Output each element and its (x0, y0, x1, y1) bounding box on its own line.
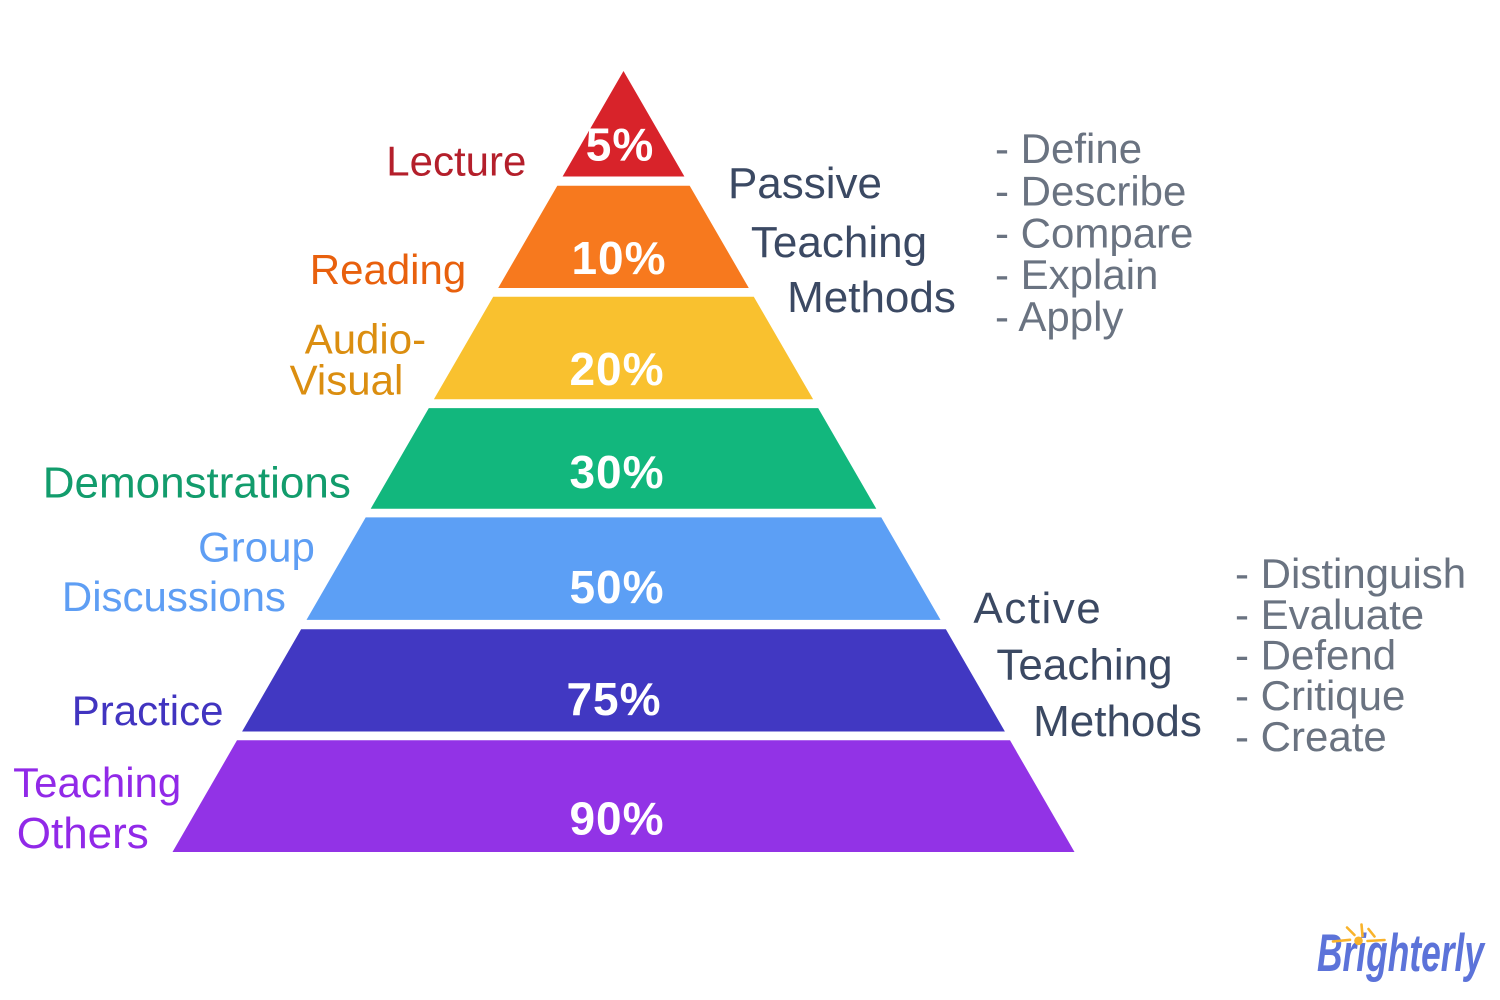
svg-text:Group: Group (198, 523, 315, 570)
svg-text:- Define: - Define (995, 125, 1142, 172)
svg-text:Others: Others (17, 809, 149, 858)
svg-text:- Explain: - Explain (995, 251, 1158, 298)
svg-text:- Evaluate: - Evaluate (1235, 591, 1424, 638)
svg-text:90%: 90% (569, 793, 664, 845)
svg-text:Methods: Methods (787, 273, 956, 322)
svg-text:Teaching: Teaching (751, 218, 927, 267)
svg-text:75%: 75% (566, 673, 661, 725)
svg-text:20%: 20% (569, 343, 664, 395)
svg-text:Teaching: Teaching (13, 759, 181, 806)
svg-text:Visual: Visual (290, 356, 404, 403)
svg-text:10%: 10% (571, 232, 666, 284)
svg-text:Demonstrations: Demonstrations (43, 458, 351, 507)
svg-text:- Create: - Create (1235, 713, 1387, 760)
svg-text:- Compare: - Compare (995, 210, 1193, 257)
svg-text:Brighterly: Brighterly (1317, 923, 1486, 983)
svg-text:Teaching: Teaching (996, 640, 1172, 689)
svg-text:- Apply: - Apply (995, 293, 1123, 340)
svg-text:Audio-: Audio- (305, 315, 426, 362)
svg-text:Lecture: Lecture (386, 138, 526, 185)
svg-text:- Distinguish: - Distinguish (1235, 550, 1466, 597)
svg-text:- Describe: - Describe (995, 168, 1186, 215)
svg-text:Methods: Methods (1033, 697, 1202, 746)
svg-text:5%: 5% (586, 119, 654, 171)
svg-text:50%: 50% (569, 561, 664, 613)
svg-text:Discussions: Discussions (62, 573, 286, 620)
svg-text:Passive: Passive (728, 159, 882, 208)
svg-text:Reading: Reading (310, 246, 466, 293)
svg-text:- Critique: - Critique (1235, 672, 1405, 719)
svg-text:Active: Active (973, 584, 1102, 633)
svg-text:Practice: Practice (72, 687, 224, 734)
svg-text:- Defend: - Defend (1235, 631, 1396, 678)
svg-text:30%: 30% (569, 446, 664, 498)
